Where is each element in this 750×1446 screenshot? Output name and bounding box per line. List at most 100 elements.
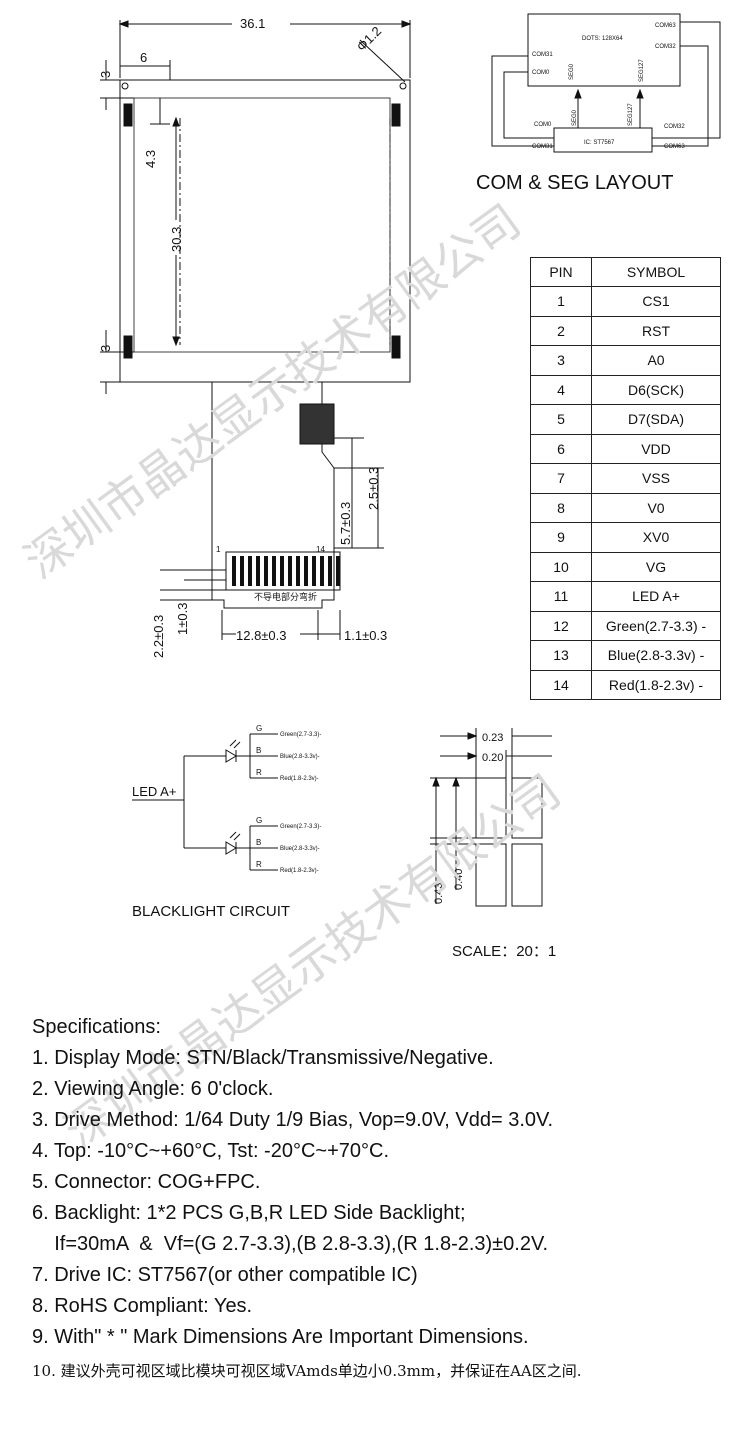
pin-symbol: LED A+ (591, 581, 721, 612)
led1-red: Red(1.8-2.3v)- (280, 776, 319, 782)
pin-symbol: D6(SCK) (591, 374, 721, 405)
pin-number: 9 (530, 522, 592, 553)
pin-number: 14 (530, 669, 592, 700)
pin-number: 8 (530, 492, 592, 523)
pixel-detail (430, 728, 552, 907)
led1-g: G (256, 724, 262, 733)
pin-number: 7 (530, 463, 592, 494)
ic-label: IC: ST7567 (584, 140, 615, 146)
com0-ic: COM0 (534, 122, 552, 128)
dim-pad-1-1: 1.1±0.3 (344, 628, 387, 643)
pin-number: 13 (530, 640, 592, 671)
spec-item: 3. Drive Method: 1/64 Duty 1/9 Bias, Vop… (32, 1109, 554, 1131)
dim-pad-12-8: 12.8±0.3 (236, 628, 287, 643)
led2-blue: Blue(2.8-3.3v)- (280, 846, 320, 852)
pin-number: 12 (530, 610, 592, 641)
dim-pad-1: 1±0.3 (175, 603, 190, 635)
spec-item: 8. RoHS Compliant: Yes. (32, 1295, 253, 1317)
led-a-label: LED A+ (132, 784, 176, 799)
lcd-mechanical-drawing (100, 20, 412, 640)
pixel-dot: 0.20 (482, 752, 503, 764)
dim-pad-2-2: 2.2±0.3 (151, 615, 166, 658)
seg127-top: SEG127 (639, 59, 645, 82)
pin-symbol: Blue(2.8-3.3v) - (591, 640, 721, 671)
led1-green: Green(2.7-3.3)- (280, 732, 321, 738)
pin-number: 4 (530, 374, 592, 405)
pin-14-marker: 14 (316, 545, 325, 554)
spec-item: If=30mA & Vf=(G 2.7-3.3),(B 2.8-3.3),(R … (32, 1233, 549, 1255)
com0-left: COM0 (532, 70, 550, 76)
com63-ic: COM63 (664, 144, 685, 150)
specs-heading: Specifications: (32, 1016, 161, 1038)
led2-b: B (256, 838, 261, 847)
spec-item: 6. Backlight: 1*2 PCS G,B,R LED Side Bac… (32, 1202, 466, 1224)
pixel-v-dot: 0.40 (453, 869, 465, 890)
backlight-labels: LED A+ G B R Green(2.7-3.3)- Blue(2.8-3.… (132, 724, 321, 920)
pin-symbol: D7(SDA) (591, 404, 721, 435)
pin-symbol: V0 (591, 492, 721, 523)
dim-width: 36.1 (240, 16, 265, 31)
led2-green: Green(2.7-3.3)- (280, 824, 321, 830)
dim-30-3: 30.3 (169, 227, 184, 252)
pin-symbol: A0 (591, 345, 721, 376)
led2-g: G (256, 816, 262, 825)
pin-symbol: VDD (591, 433, 721, 464)
dots-label: DOTS: 128X64 (582, 36, 623, 42)
spec-item: 1. Display Mode: STN/Black/Transmissive/… (32, 1047, 494, 1069)
pin-symbol: CS1 (591, 286, 721, 317)
pin-number: 10 (530, 551, 592, 582)
spec-item: 10. 建议外壳可视区域比模块可视区域VAmds单边小0.3mm，并保证在AA区… (32, 1362, 582, 1380)
com32-top: COM32 (655, 44, 676, 50)
com-seg-layout (491, 13, 721, 153)
pin-number: 5 (530, 404, 592, 435)
dim-4-3: 4.3 (143, 150, 158, 168)
display-block (527, 13, 681, 87)
led2-red: Red(1.8-2.3v)- (280, 868, 319, 874)
seg0-ic: SEG0 (572, 109, 578, 126)
seg127-ic: SEG127 (628, 103, 634, 126)
com31-left: COM31 (532, 52, 553, 58)
watermark-1: 深圳市晶达显示技术有限公司 (15, 194, 531, 589)
pixel-pitch: 0.23 (482, 732, 503, 744)
pin-1-marker: 1 (216, 545, 221, 554)
col-symbol: SYMBOL (591, 257, 721, 287)
dim-offset-6: 6 (140, 50, 147, 65)
pixel-v-pitch: 0.43 (433, 883, 445, 904)
col-pin: PIN (530, 257, 592, 287)
com32-ic: COM32 (664, 124, 685, 130)
pin-symbol: XV0 (591, 522, 721, 553)
specifications: Specifications: 1. Display Mode: STN/Bla… (32, 1012, 742, 1387)
pin-number: 1 (530, 286, 592, 317)
com-seg-title: COM & SEG LAYOUT (476, 172, 673, 194)
module-outline (119, 79, 411, 383)
spec-item: 4. Top: -10°C~+60°C, Tst: -20°C~+70°C. (32, 1140, 390, 1162)
spec-item: 5. Connector: COG+FPC. (32, 1171, 261, 1193)
ic-block (553, 127, 653, 153)
com63-top: COM63 (655, 23, 676, 29)
backlight-circuit (132, 733, 278, 871)
seg0-top: SEG0 (569, 63, 575, 80)
pin-symbol: Red(1.8-2.3v) - (591, 669, 721, 700)
spec-item: 2. Viewing Angle: 6 0'clock. (32, 1078, 274, 1100)
pin-symbol: Green(2.7-3.3) - (591, 610, 721, 641)
fold-note: 不导电部分弯折 (254, 591, 317, 603)
pin-number: 6 (530, 433, 592, 464)
dim-bottom-3: 3 (98, 345, 113, 352)
spec-item: 7. Drive IC: ST7567(or other compatible … (32, 1264, 418, 1286)
mechanical-dimensions: 36.1 6 Φ1.2 3 4.3 30.3 3 2.5±0.3 5.7±0.3… (98, 16, 387, 658)
com-seg-labels: DOTS: 128X64 IC: ST7567 COM63 COM32 COM3… (476, 23, 685, 194)
dim-hole: Φ1.2 (354, 23, 385, 54)
pixel-detail-labels: 0.23 0.20 0.43 0.40 (433, 732, 503, 904)
